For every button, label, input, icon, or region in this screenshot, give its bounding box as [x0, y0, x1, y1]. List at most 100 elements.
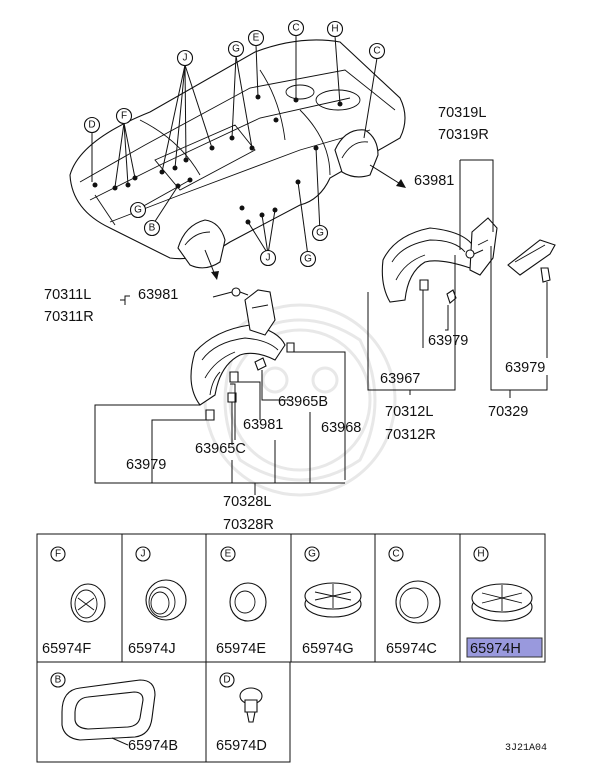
callout-g-left: G	[129, 201, 147, 219]
plug-cell-d: D 65974D	[216, 672, 267, 754]
plug-h-icon	[471, 583, 533, 622]
plug-b-icon	[61, 679, 156, 741]
plug-letter-e: E	[220, 546, 236, 562]
plug-code-e: 65974E	[216, 641, 266, 657]
plug-d-icon	[239, 687, 263, 723]
svg-text:F: F	[121, 111, 127, 122]
label-70311r: 70311R	[44, 309, 94, 325]
svg-text:C: C	[392, 549, 399, 560]
plug-f-icon	[70, 583, 106, 623]
svg-text:G: G	[304, 254, 312, 265]
label-70319r: 70319R	[438, 127, 489, 143]
plug-cell-j: J 65974J	[128, 546, 187, 657]
label-70319l: 70319L	[438, 105, 486, 121]
label-63981-mid: 63981	[243, 417, 283, 433]
callout-f: F	[115, 107, 133, 125]
svg-text:B: B	[55, 675, 62, 686]
plug-letter-c: C	[388, 546, 404, 562]
plug-cell-g: G 65974G	[302, 546, 362, 657]
plug-table	[36, 533, 546, 763]
plug-letter-j: J	[135, 546, 151, 562]
svg-text:F: F	[55, 549, 61, 560]
watermark	[203, 303, 397, 497]
plug-code-f: 65974F	[42, 641, 91, 657]
label-63967: 63967	[380, 371, 420, 387]
callout-leaders	[91, 35, 378, 257]
diagram-code: 3J21A04	[505, 743, 547, 754]
svg-text:D: D	[88, 120, 95, 131]
callout-g-mid: G	[311, 224, 329, 242]
plug-letter-b: B	[50, 672, 66, 688]
callout-h: H	[326, 20, 344, 38]
svg-text:C: C	[373, 46, 380, 57]
callout-j-top: J	[176, 49, 194, 67]
svg-text:D: D	[223, 675, 230, 686]
plug-code-j: 65974J	[128, 641, 176, 657]
plug-letter-d: D	[219, 672, 235, 688]
callout-g-bottom: G	[299, 250, 317, 268]
plug-letter-g: G	[304, 546, 320, 562]
plug-code-h-highlight	[466, 637, 543, 658]
svg-text:H: H	[331, 24, 338, 35]
label-63979-c: 63979	[126, 457, 166, 473]
plug-c-icon	[395, 580, 441, 624]
svg-text:J: J	[141, 549, 146, 560]
svg-text:C: C	[292, 23, 299, 34]
part-number-labels: 70319L 70319R 63981 70311L 70311R 63981 …	[44, 105, 545, 533]
car-body-floor	[69, 39, 406, 269]
plug-code-g: 65974G	[302, 641, 354, 657]
label-63981-left: 63981	[138, 287, 178, 303]
plug-cell-c: C 65974C	[386, 546, 441, 657]
plug-cell-f: F 65974F	[42, 546, 106, 657]
plug-j-icon	[145, 579, 187, 621]
callout-d: D	[83, 116, 101, 134]
rear-splash-shield	[381, 217, 556, 304]
label-63979-a: 63979	[428, 333, 468, 349]
plug-letter-h: H	[473, 546, 489, 562]
callout-e: E	[247, 29, 265, 47]
svg-text:J: J	[266, 253, 271, 264]
label-70312l: 70312L	[385, 404, 433, 420]
svg-text:E: E	[253, 33, 260, 44]
label-70311l: 70311L	[44, 287, 91, 303]
plug-letter-f: F	[50, 546, 66, 562]
plug-cell-e: E 65974E	[216, 546, 267, 657]
plug-g-icon	[304, 582, 362, 618]
rear-shield-leaders	[367, 159, 548, 398]
plug-cell-h: H 65974H	[466, 546, 543, 658]
label-70312r: 70312R	[385, 427, 436, 443]
svg-text:B: B	[149, 223, 156, 234]
callout-c-top: C	[287, 19, 305, 37]
plug-e-icon	[229, 582, 267, 622]
svg-text:H: H	[477, 549, 484, 560]
front-splash-shield	[190, 287, 295, 421]
callout-circles: D F J G E C H C G B J G G	[83, 19, 386, 268]
label-63968: 63968	[321, 420, 361, 436]
plug-cell-b: B 65974B	[50, 672, 178, 754]
label-63965b: 63965B	[278, 394, 328, 410]
plug-code-b: 65974B	[128, 738, 178, 754]
plug-code-h: 65974H	[470, 641, 521, 657]
svg-text:J: J	[183, 53, 188, 64]
svg-text:E: E	[225, 549, 232, 560]
svg-text:G: G	[316, 228, 324, 239]
svg-text:G: G	[308, 549, 316, 560]
label-70329: 70329	[488, 404, 528, 420]
svg-text:G: G	[134, 205, 142, 216]
callout-c-right: C	[368, 42, 386, 60]
plug-code-c: 65974C	[386, 641, 437, 657]
callout-b: B	[143, 219, 161, 237]
label-63965c: 63965C	[195, 441, 246, 457]
label-63979-b: 63979	[505, 360, 545, 376]
plug-code-d: 65974D	[216, 738, 267, 754]
front-shield-leaders	[94, 291, 346, 495]
svg-text:G: G	[232, 44, 240, 55]
label-70328l: 70328L	[223, 494, 271, 510]
label-70328r: 70328R	[223, 517, 274, 533]
direction-arrows	[204, 164, 406, 280]
label-63981-right: 63981	[414, 173, 454, 189]
callout-j-bottom: J	[259, 249, 277, 267]
callout-g-top: G	[227, 40, 245, 58]
